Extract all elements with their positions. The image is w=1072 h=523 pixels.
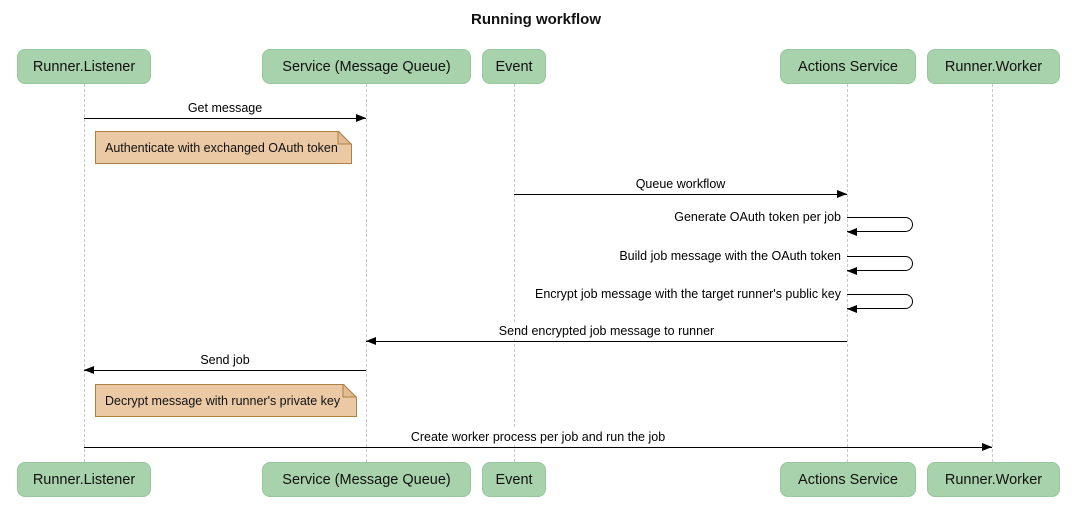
note-authenticate-with-exchanged-oauth-token: Authenticate with exchanged OAuth token [95,131,352,164]
message-line-create-worker-process-per-job-and-run-the-job [84,447,992,448]
participant-bottom-runner-listener: Runner.Listener [17,462,151,497]
self-message-loop [847,217,913,232]
message-label: Queue workflow [631,176,730,192]
message-line-queue-workflow [514,194,847,195]
arrowhead-icon [982,443,992,452]
arrowhead-icon [84,366,94,375]
self-message-label: Build job message with the OAuth token [619,249,841,263]
message-line-get-message [84,118,366,119]
message-label: Get message [183,100,267,116]
participant-top-service-message-queue: Service (Message Queue) [262,49,471,84]
note-decrypt-message-with-runner-s-private-key: Decrypt message with runner's private ke… [95,384,357,417]
lifeline-event [513,84,515,462]
participant-label: Actions Service [798,58,898,75]
message-line-send-encrypted-job-message-to-runner [366,341,847,342]
participant-label: Service (Message Queue) [282,58,451,75]
participant-label: Event [495,58,533,75]
arrowhead-icon [356,114,366,123]
message-label: Create worker process per job and run th… [406,429,670,445]
arrowhead-icon [847,304,857,313]
arrowhead-icon [837,190,847,199]
participant-label: Service (Message Queue) [282,471,451,488]
lifeline-runner-worker [991,84,993,462]
participant-bottom-runner-worker: Runner.Worker [927,462,1060,497]
self-message-loop [847,256,913,271]
message-label: Send job [196,352,254,368]
participant-top-runner-worker: Runner.Worker [927,49,1060,84]
note-label: Decrypt message with runner's private ke… [105,393,341,408]
self-message-label: Encrypt job message with the target runn… [534,287,841,301]
self-message-label: Generate OAuth token per job [674,210,841,224]
participant-top-actions-service: Actions Service [780,49,916,84]
lifeline-service-message-queue [365,84,367,462]
message-line-send-job [84,370,366,371]
arrowhead-icon [847,266,857,275]
participant-label: Runner.Worker [944,471,1043,488]
participant-label: Actions Service [798,471,898,488]
participant-label: Runner.Listener [32,58,136,75]
participant-top-runner-listener: Runner.Listener [17,49,151,84]
note-fold-icon [342,384,357,398]
participant-label: Runner.Listener [32,471,136,488]
participant-bottom-event: Event [482,462,546,497]
participant-bottom-actions-service: Actions Service [780,462,916,497]
lifeline-runner-listener [83,84,85,462]
participant-top-event: Event [482,49,546,84]
participant-label: Runner.Worker [944,58,1043,75]
arrowhead-icon [847,227,857,236]
diagram-title: Running workflow [471,11,601,28]
message-label: Send encrypted job message to runner [494,323,719,339]
participant-bottom-service-message-queue: Service (Message Queue) [262,462,471,497]
note-label: Authenticate with exchanged OAuth token [105,140,338,155]
participant-label: Event [495,471,533,488]
arrowhead-icon [366,337,376,346]
self-message-loop [847,294,913,309]
note-fold-icon [337,131,352,145]
